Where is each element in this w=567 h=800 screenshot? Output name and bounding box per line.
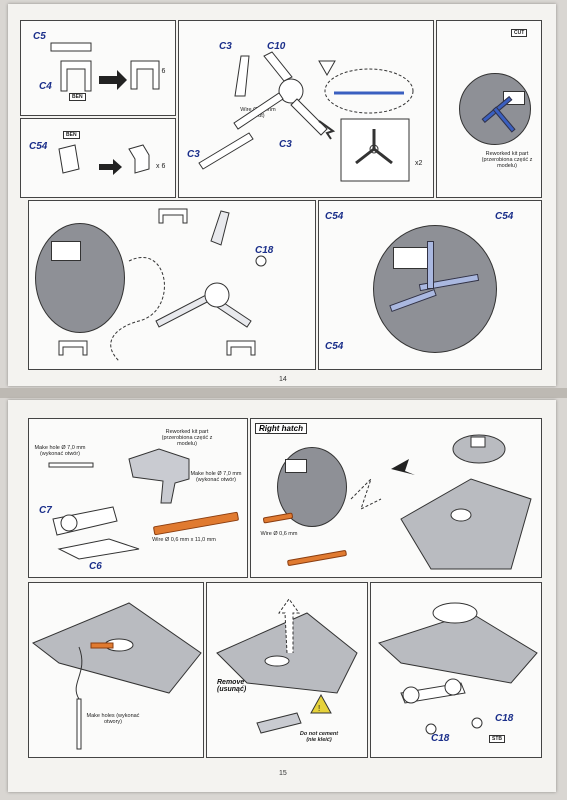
step-disc-c54-panel: C54 C54 C54 <box>318 200 542 370</box>
brace-arm <box>427 241 434 289</box>
do-not-cement-note: Do not cement (nie kleić) <box>299 731 339 743</box>
step-c7-c6-panel: Make hole Ø 7,0 mm (wykonać otwór) Rewor… <box>28 418 248 578</box>
make-holes-drawing <box>32 602 202 750</box>
label-c3: C3 <box>219 41 232 52</box>
step-c18-panel: C18 C18 STB <box>370 582 542 758</box>
hatch-disc <box>373 225 497 353</box>
quantity-x2: x2 <box>415 160 423 167</box>
label-c54: C54 <box>325 341 344 352</box>
label-c4: C4 <box>39 81 52 92</box>
step-reworked-part-panel: CUT Reworked kit part (przerobiona część… <box>436 20 542 198</box>
star-brace-drawing <box>198 51 414 182</box>
c4-bracket-drawing <box>50 42 160 92</box>
svg-text:!: ! <box>318 704 320 713</box>
bend-tag: BEN <box>69 93 86 101</box>
label-c54: C54 <box>325 211 344 222</box>
step-c5-c4-panel: C5 C4 BEN x 6 <box>20 20 176 116</box>
label-c18: C18 <box>495 713 514 724</box>
step-remove-panel: Remove (usunąć) Do not cement (nie kleić… <box>206 582 368 758</box>
page-fold <box>0 388 567 398</box>
label-c7: C7 <box>39 505 52 516</box>
label-c54: C54 <box>495 211 514 222</box>
wire-note: Wire Ø 0,6 mm x 11,0 mm <box>152 537 216 543</box>
reworked-note: Reworked kit part (przerobiona część z m… <box>161 429 213 447</box>
c54-bend-drawing <box>58 144 150 175</box>
step-right-hatch-panel: Right hatch Wire Ø 0,6 mm <box>250 418 542 578</box>
hatch-window <box>285 459 307 473</box>
bend-tag: BEN <box>63 131 80 139</box>
cut-tag: CUT <box>511 29 528 37</box>
right-hatch-title: Right hatch <box>255 423 307 434</box>
right-hatch-drawing <box>350 434 532 570</box>
remove-note: Remove (usunąć) <box>217 679 247 693</box>
step-disc-assembly-panel: C18 <box>28 200 316 370</box>
label-c5: C5 <box>33 31 46 42</box>
hatch-window <box>393 247 429 269</box>
quantity-x6: x 6 <box>156 68 166 75</box>
page-number: 14 <box>279 376 287 383</box>
step-c54-panel: BEN C54 x 6 <box>20 118 176 198</box>
remove-drawing: ! <box>216 598 358 734</box>
step-c3-c10-panel: C3 C10 C3 C3 Wire Ø 0,3mm (drut) x2 <box>178 20 434 198</box>
page-number: 15 <box>279 770 287 777</box>
disc-assembly-drawing <box>58 208 267 362</box>
c7-c6-drawing <box>48 448 190 560</box>
make-holes-note: Make holes (wykonać otwory) <box>86 713 140 725</box>
label-c10: C10 <box>267 41 286 52</box>
reworked-note: Reworked kit part (przerobiona część z m… <box>481 151 533 169</box>
label-c3: C3 <box>279 139 292 150</box>
hole-note: Make hole Ø 7,0 mm (wykonać otwór) <box>190 471 242 483</box>
hole-note: Make hole Ø 7,0 mm (wykonać otwór) <box>34 445 86 457</box>
wire-note: Wire Ø 0,6 mm <box>260 531 298 537</box>
hatch-window <box>51 241 81 261</box>
c18-drawing <box>378 602 538 735</box>
step-make-holes-panel: Make holes (wykonać otwory) <box>28 582 204 758</box>
label-c18: C18 <box>431 733 450 744</box>
quantity-x6: x 6 <box>156 163 166 170</box>
label-c54: C54 <box>29 141 48 152</box>
stb-tag: STB <box>489 735 505 743</box>
label-c3: C3 <box>187 149 200 160</box>
label-c6: C6 <box>89 561 102 572</box>
label-c18: C18 <box>255 245 274 256</box>
